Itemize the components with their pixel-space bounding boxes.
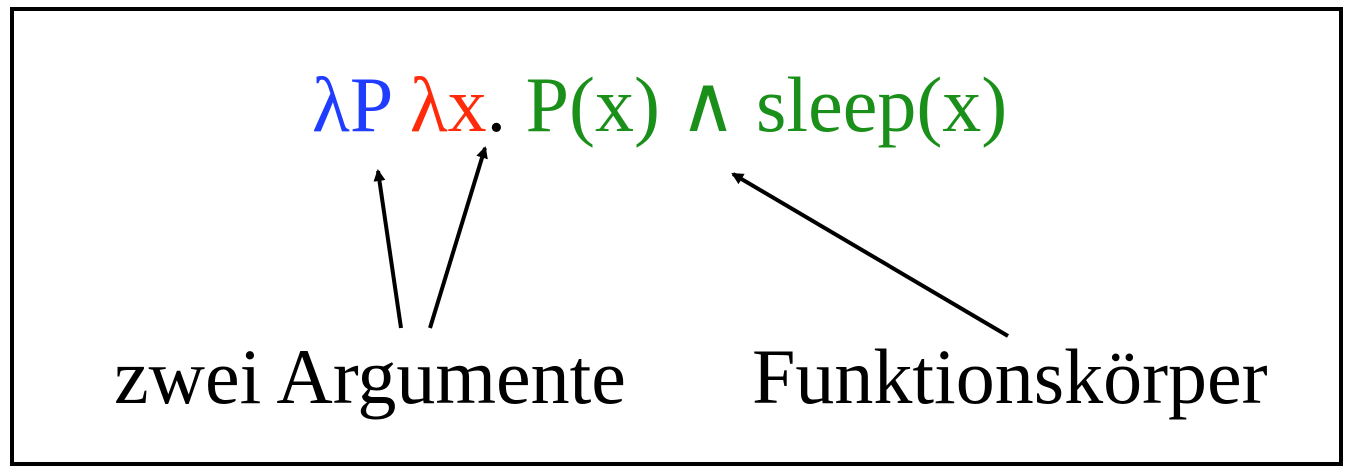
formula-dot: .	[486, 61, 526, 148]
diagram-frame	[10, 7, 1343, 466]
function-body-label: Funktionskörper	[752, 333, 1268, 420]
lambda-formula: λP λx. P(x) ∧ sleep(x)	[312, 66, 1007, 144]
formula-space	[390, 61, 410, 148]
arguments-label: zwei Argumente	[114, 333, 626, 420]
lambda-x-term: λx	[409, 61, 487, 148]
lambda-p-term: λP	[312, 61, 391, 148]
function-body-term: P(x) ∧ sleep(x)	[525, 61, 1008, 148]
